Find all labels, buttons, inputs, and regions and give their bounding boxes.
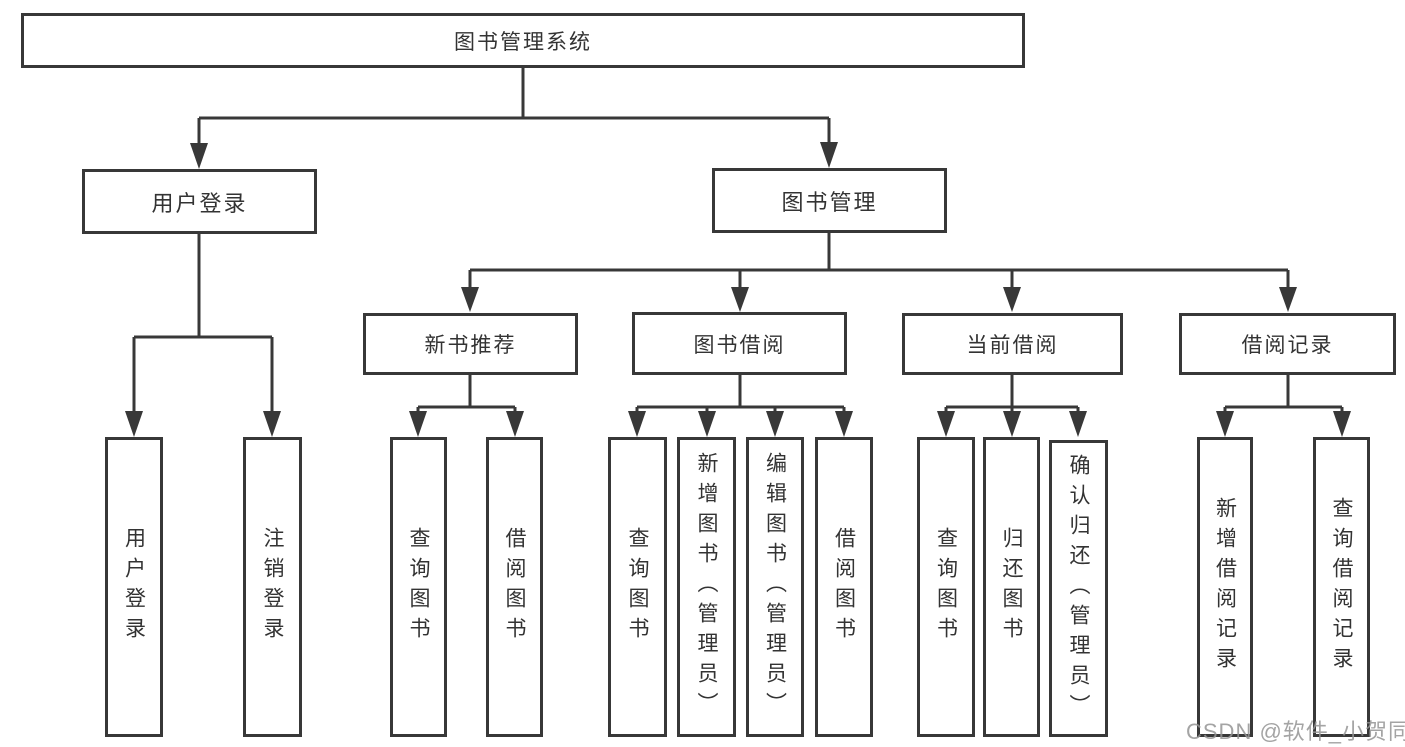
leaf-confirm-return-admin: 确认归还（管理员） (1049, 440, 1108, 737)
leaf-logout-label: 注销登录 (261, 527, 284, 647)
node-book-management: 图书管理 (712, 168, 947, 233)
connector-current-borrowing-children (944, 375, 1080, 413)
leaf-add-borrow-record: 新增借阅记录 (1197, 437, 1253, 737)
node-new-book-recommend: 新书推荐 (363, 313, 578, 375)
leaf-logout: 注销登录 (243, 437, 302, 737)
leaf-query-books-borrowing-label: 查询图书 (626, 527, 649, 647)
leaf-borrow-books-recommend: 借阅图书 (486, 437, 543, 737)
connector-new-book-rec-children (416, 375, 517, 413)
leaf-borrow-books-borrowing-label: 借阅图书 (832, 527, 856, 647)
leaf-return-books: 归还图书 (983, 437, 1040, 737)
node-user-login-module: 用户登录 (82, 169, 317, 234)
leaf-return-books-label: 归还图书 (1000, 527, 1023, 647)
leaf-add-book-admin-label: 新增图书（管理员） (695, 452, 718, 722)
node-borrowing-records: 借阅记录 (1179, 313, 1396, 375)
connector-borrowing-records-children (1223, 375, 1344, 413)
leaf-query-books-recommend: 查询图书 (390, 437, 447, 737)
leaf-query-borrow-record-label: 查询借阅记录 (1330, 497, 1353, 677)
leaf-borrow-books-recommend-label: 借阅图书 (503, 527, 526, 647)
leaf-user-login: 用户登录 (105, 437, 163, 737)
connector-book-mgmt-children (468, 233, 1290, 289)
leaf-add-book-admin: 新增图书（管理员） (677, 437, 736, 737)
leaf-add-borrow-record-label: 新增借阅记录 (1213, 497, 1237, 677)
leaf-edit-book-admin: 编辑图书（管理员） (746, 437, 804, 737)
leaf-query-borrow-record: 查询借阅记录 (1313, 437, 1370, 737)
leaf-query-books-current-label: 查询图书 (934, 527, 958, 647)
node-library-system: 图书管理系统 (21, 13, 1025, 68)
leaf-edit-book-admin-label: 编辑图书（管理员） (763, 452, 787, 722)
connector-root-to-level2 (197, 68, 831, 145)
leaf-query-books-current: 查询图书 (917, 437, 975, 737)
node-book-borrowing: 图书借阅 (632, 312, 847, 375)
leaf-user-login-label: 用户登录 (122, 527, 146, 647)
connector-book-borrowing-children (635, 375, 846, 413)
node-current-borrowing: 当前借阅 (902, 313, 1123, 375)
leaf-query-books-borrowing: 查询图书 (608, 437, 667, 737)
watermark-text: CSDN @软件_小贺同学 (1186, 719, 1405, 744)
leaf-confirm-return-admin-label: 确认归还（管理员） (1067, 453, 1090, 724)
leaf-query-books-recommend-label: 查询图书 (407, 527, 430, 647)
arrowheads (125, 142, 1351, 437)
connector-user-login-children (132, 234, 274, 413)
leaf-borrow-books-borrowing: 借阅图书 (815, 437, 873, 737)
